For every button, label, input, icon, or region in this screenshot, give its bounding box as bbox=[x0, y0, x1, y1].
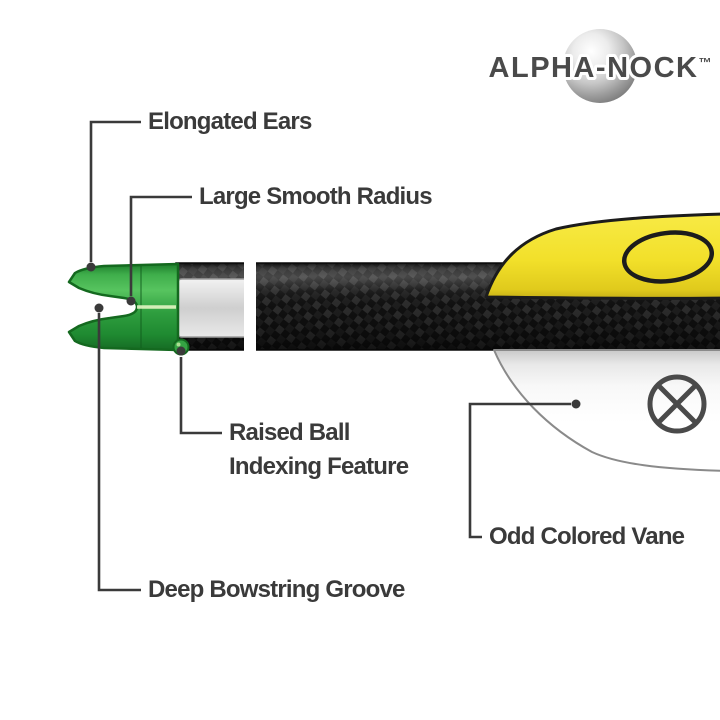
brand-wordmark: ALPHA-NOCK™ bbox=[489, 52, 712, 84]
callout-line-raised-ball bbox=[179, 357, 222, 435]
callout-dot-odd-colored-vane bbox=[571, 399, 581, 409]
label-deep-bowstring-groove: Deep Bowstring Groove bbox=[148, 576, 405, 603]
callout-line-odd-colored-vane bbox=[468, 402, 571, 539]
yellow-vane bbox=[484, 212, 720, 300]
callout-dot-elongated-ears bbox=[86, 262, 96, 272]
nock-insert bbox=[175, 278, 255, 338]
label-elongated-ears: Elongated Ears bbox=[148, 108, 312, 135]
brand-logo: ALPHA-NOCK™ bbox=[486, 29, 714, 103]
green-nock bbox=[67, 262, 190, 356]
callout-line-deep-bowstring-groove bbox=[97, 313, 141, 592]
insert-collar-gap bbox=[244, 262, 256, 351]
label-odd-colored-vane: Odd Colored Vane bbox=[489, 523, 685, 550]
label-large-smooth-radius: Large Smooth Radius bbox=[199, 183, 433, 210]
callout-line-large-smooth-radius bbox=[129, 195, 192, 296]
callout-dot-raised-ball bbox=[176, 346, 186, 356]
callout-dot-large-smooth-radius bbox=[126, 296, 136, 306]
circle-x-icon bbox=[647, 374, 707, 434]
callout-dots bbox=[86, 262, 581, 409]
callout-dot-deep-bowstring-groove bbox=[94, 303, 104, 313]
callout-line-elongated-ears bbox=[89, 120, 141, 262]
indexing-ball-highlight bbox=[176, 342, 181, 347]
ellipse-outline-icon bbox=[621, 230, 715, 284]
callout-lines bbox=[89, 120, 571, 592]
metallic-sphere-icon bbox=[563, 29, 637, 103]
white-vane bbox=[493, 349, 720, 472]
label-raised-ball-indexing: Raised Ball Indexing Feature bbox=[229, 419, 409, 480]
